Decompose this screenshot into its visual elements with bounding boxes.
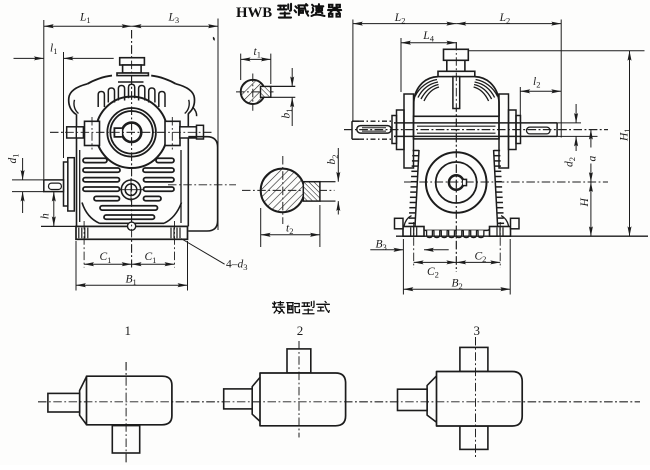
- svg-text:d1: d1: [7, 154, 21, 164]
- svg-text:t1: t1: [254, 46, 261, 60]
- svg-text:H1: H1: [619, 128, 633, 142]
- svg-text:t2: t2: [286, 223, 293, 237]
- svg-text:d2: d2: [564, 157, 578, 167]
- svg-text:h: h: [40, 213, 52, 219]
- svg-text:C2: C2: [427, 266, 439, 280]
- svg-text:B2: B2: [452, 278, 463, 292]
- svg-text:L1: L1: [79, 12, 91, 26]
- svg-text:B1: B1: [126, 274, 137, 288]
- svg-text:l1: l1: [50, 43, 57, 57]
- svg-text:C2: C2: [475, 251, 487, 265]
- svg-text:L2: L2: [499, 12, 511, 26]
- svg-text:b2: b2: [326, 155, 340, 165]
- svg-text:4–d3: 4–d3: [226, 259, 248, 273]
- svg-text:2: 2: [297, 323, 304, 338]
- svg-text:a: a: [587, 156, 599, 162]
- svg-text:l2: l2: [533, 76, 540, 90]
- svg-text:C1: C1: [100, 251, 112, 265]
- svg-text:3: 3: [473, 323, 480, 338]
- svg-text:HWB: HWB: [236, 5, 272, 21]
- svg-text:L4: L4: [422, 30, 434, 44]
- svg-text:L3: L3: [168, 12, 180, 26]
- svg-text:L2: L2: [394, 12, 406, 26]
- svg-text:C1: C1: [145, 251, 157, 265]
- svg-text:b1: b1: [281, 109, 295, 119]
- svg-text:B3: B3: [376, 239, 387, 253]
- svg-text:1: 1: [124, 323, 131, 338]
- svg-text:H: H: [579, 198, 591, 208]
